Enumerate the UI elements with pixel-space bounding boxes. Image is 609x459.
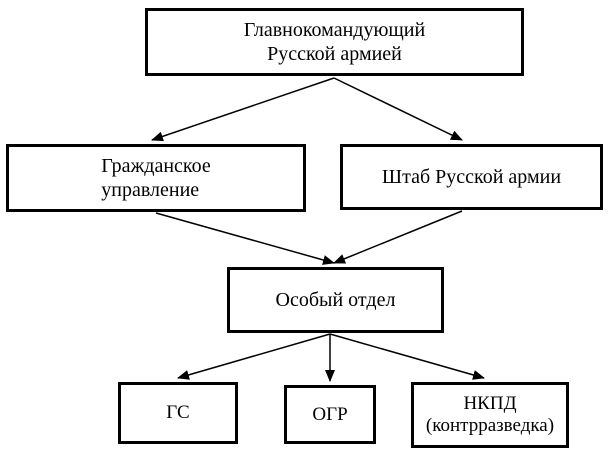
edge-commander-to-civil	[151, 77, 335, 142]
edge-civil-to-special	[155, 212, 335, 265]
node-civil-label: Гражданское управление	[101, 155, 211, 201]
edge-special-to-nkpd	[329, 333, 485, 380]
edge-special-to-gs	[177, 333, 331, 380]
node-army-staff: Штаб Русской армии	[340, 144, 603, 210]
node-nkpd-label: НКПД (контрразведка)	[425, 393, 555, 436]
node-ogr-label: ОГР	[312, 403, 348, 425]
node-gs: ГС	[118, 382, 238, 444]
edge-staff-to-special	[333, 210, 463, 264]
node-commander-in-chief: Главнокомандующий Русской армией	[145, 8, 524, 76]
edge-commander-to-staff	[333, 77, 463, 141]
node-commander-label: Главнокомандующий Русской армией	[243, 19, 426, 65]
node-nkpd-counterintelligence: НКПД (контрразведка)	[411, 382, 569, 448]
node-staff-label: Штаб Русской армии	[381, 166, 562, 188]
node-special-label: Особый отдел	[275, 289, 396, 311]
node-ogr: ОГР	[284, 385, 376, 444]
node-special-department: Особый отдел	[227, 267, 444, 333]
node-gs-label: ГС	[166, 402, 190, 423]
node-civil-administration: Гражданское управление	[6, 144, 306, 212]
